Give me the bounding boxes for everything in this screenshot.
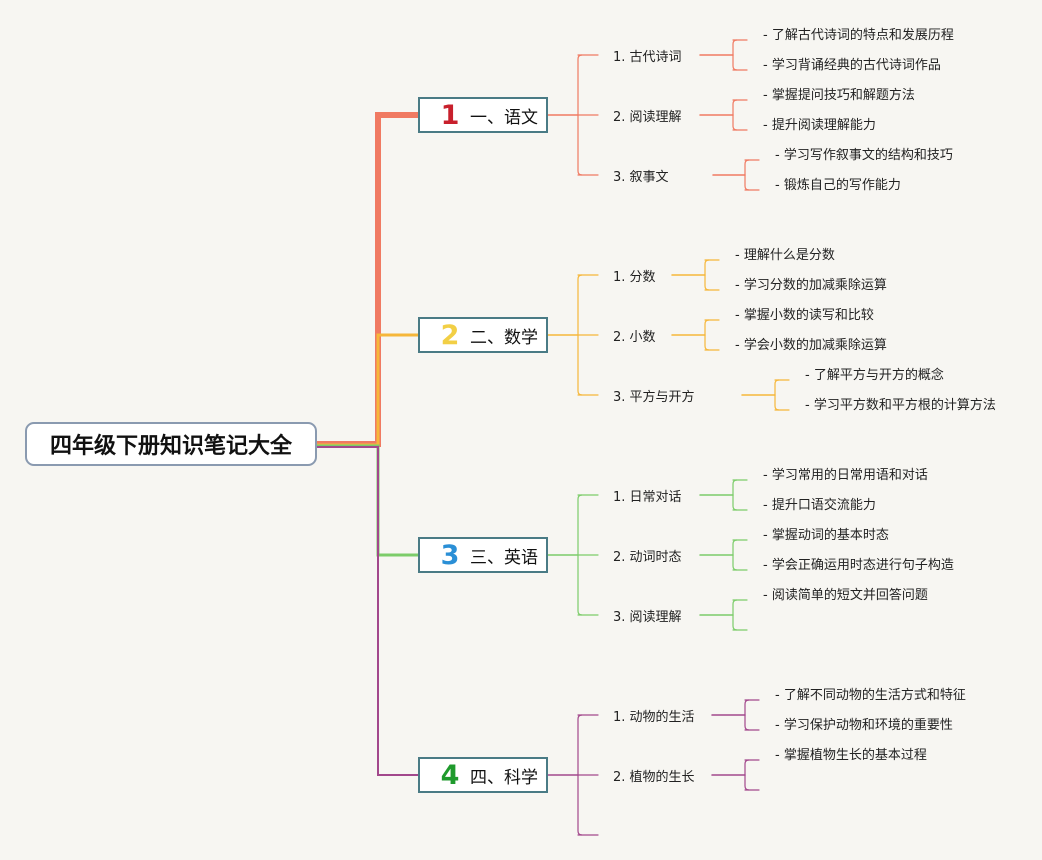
sub-topic[interactable]: 2. 阅读理解	[613, 110, 682, 125]
branch-label: 四、科学	[470, 767, 538, 788]
branch-node-4[interactable]: 4 四、科学	[418, 757, 548, 793]
leaf-note[interactable]: - 理解什么是分数	[735, 248, 835, 263]
leaf-note[interactable]: - 掌握小数的读写和比较	[735, 308, 874, 323]
leaf-note[interactable]: - 阅读简单的短文并回答问题	[763, 588, 928, 603]
sub-topic[interactable]: 3. 阅读理解	[613, 610, 682, 625]
leaf-note[interactable]: - 掌握动词的基本时态	[763, 528, 889, 543]
leaf-note[interactable]: - 了解不同动物的生活方式和特征	[775, 688, 966, 703]
leaf-bracket-2-1	[704, 259, 710, 291]
leaf-note[interactable]: - 学习写作叙事文的结构和技巧	[775, 148, 953, 163]
sub-topic[interactable]: 2. 小数	[613, 330, 656, 345]
number-badge-icon: 1	[440, 99, 460, 131]
sub-topic[interactable]: 2. 动词时态	[613, 550, 682, 565]
leaf-note[interactable]: - 了解古代诗词的特点和发展历程	[763, 28, 954, 43]
leaf-note[interactable]: - 提升口语交流能力	[763, 498, 876, 513]
leaf-bracket-1-2	[732, 99, 738, 131]
sub-topic[interactable]: 3. 平方与开方	[613, 390, 695, 405]
leaf-bracket-3-3	[732, 599, 738, 631]
leaf-note[interactable]: - 学会正确运用时态进行句子构造	[763, 558, 954, 573]
root-topic[interactable]: 四年级下册知识笔记大全	[25, 422, 317, 466]
number-badge-icon: 4	[440, 759, 460, 791]
branch-label: 一、语文	[470, 107, 538, 128]
branch-connector-4	[317, 446, 418, 776]
branch-connector-3	[317, 444, 418, 557]
leaf-note[interactable]: - 学习分数的加减乘除运算	[735, 278, 887, 293]
sub-topic[interactable]: 1. 动物的生活	[613, 710, 695, 725]
leaf-note[interactable]: - 学会小数的加减乘除运算	[735, 338, 887, 353]
leaf-note[interactable]: - 锻炼自己的写作能力	[775, 178, 901, 193]
leaf-note[interactable]: - 了解平方与开方的概念	[805, 368, 944, 383]
branch-node-1[interactable]: 1 一、语文	[418, 97, 548, 133]
sub-topic[interactable]: 1. 古代诗词	[613, 50, 682, 65]
leaf-note[interactable]: - 学习常用的日常用语和对话	[763, 468, 928, 483]
leaf-bracket-4-1	[744, 699, 750, 731]
leaf-note[interactable]: - 学习平方数和平方根的计算方法	[805, 398, 996, 413]
branch-label: 三、英语	[470, 547, 538, 568]
leaf-bracket-1-1	[732, 39, 738, 71]
branch-node-3[interactable]: 3 三、英语	[418, 537, 548, 573]
sub-topic[interactable]: 1. 分数	[613, 270, 656, 285]
root-title: 四年级下册知识笔记大全	[49, 434, 292, 459]
leaf-note[interactable]: - 掌握提问技巧和解题方法	[763, 88, 915, 103]
leaf-bracket-2-3	[774, 379, 780, 411]
sub-topic[interactable]: 1. 日常对话	[613, 490, 682, 505]
leaf-bracket-3-2	[732, 539, 738, 571]
leaf-note[interactable]: - 学习保护动物和环境的重要性	[775, 718, 953, 733]
leaf-bracket-2-2	[704, 319, 710, 351]
sub-topic[interactable]: 2. 植物的生长	[613, 770, 695, 785]
branch-node-2[interactable]: 2 二、数学	[418, 317, 548, 353]
sub-topic[interactable]: 3. 叙事文	[613, 170, 669, 185]
number-badge-icon: 3	[440, 539, 460, 571]
leaf-note[interactable]: - 学习背诵经典的古代诗词作品	[763, 58, 941, 73]
leaf-bracket-1-3	[744, 159, 750, 191]
leaf-bracket-4-2	[744, 759, 750, 791]
leaf-note[interactable]: - 提升阅读理解能力	[763, 118, 876, 133]
branch-connector-1	[317, 112, 418, 447]
branch-label: 二、数学	[470, 327, 538, 348]
leaf-bracket-3-1	[732, 479, 738, 511]
leaf-note[interactable]: - 掌握植物生长的基本过程	[775, 748, 927, 763]
number-badge-icon: 2	[440, 319, 460, 351]
branch-connector-2	[317, 333, 418, 447]
